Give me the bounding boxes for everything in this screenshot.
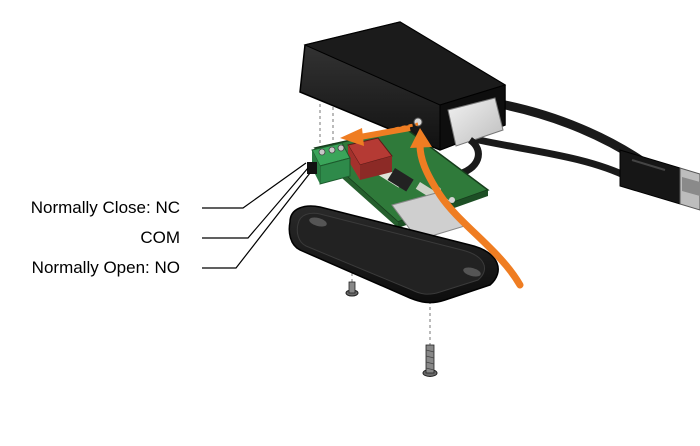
- bottom-cover: [288, 205, 499, 304]
- airflow-arrow-icon: [340, 122, 524, 289]
- terminal-block: [307, 142, 351, 185]
- leader-lines: [202, 162, 311, 269]
- label-com: COM: [140, 228, 180, 247]
- usb-plug-icon: [619, 149, 700, 211]
- sensor-window: [447, 97, 504, 147]
- label-normally-close: Normally Close: NC: [30, 198, 180, 217]
- screw-icon: [345, 281, 359, 297]
- screw-icon: [422, 344, 438, 377]
- label-normally-open: Normally Open: NO: [31, 258, 180, 277]
- relay: [347, 137, 393, 180]
